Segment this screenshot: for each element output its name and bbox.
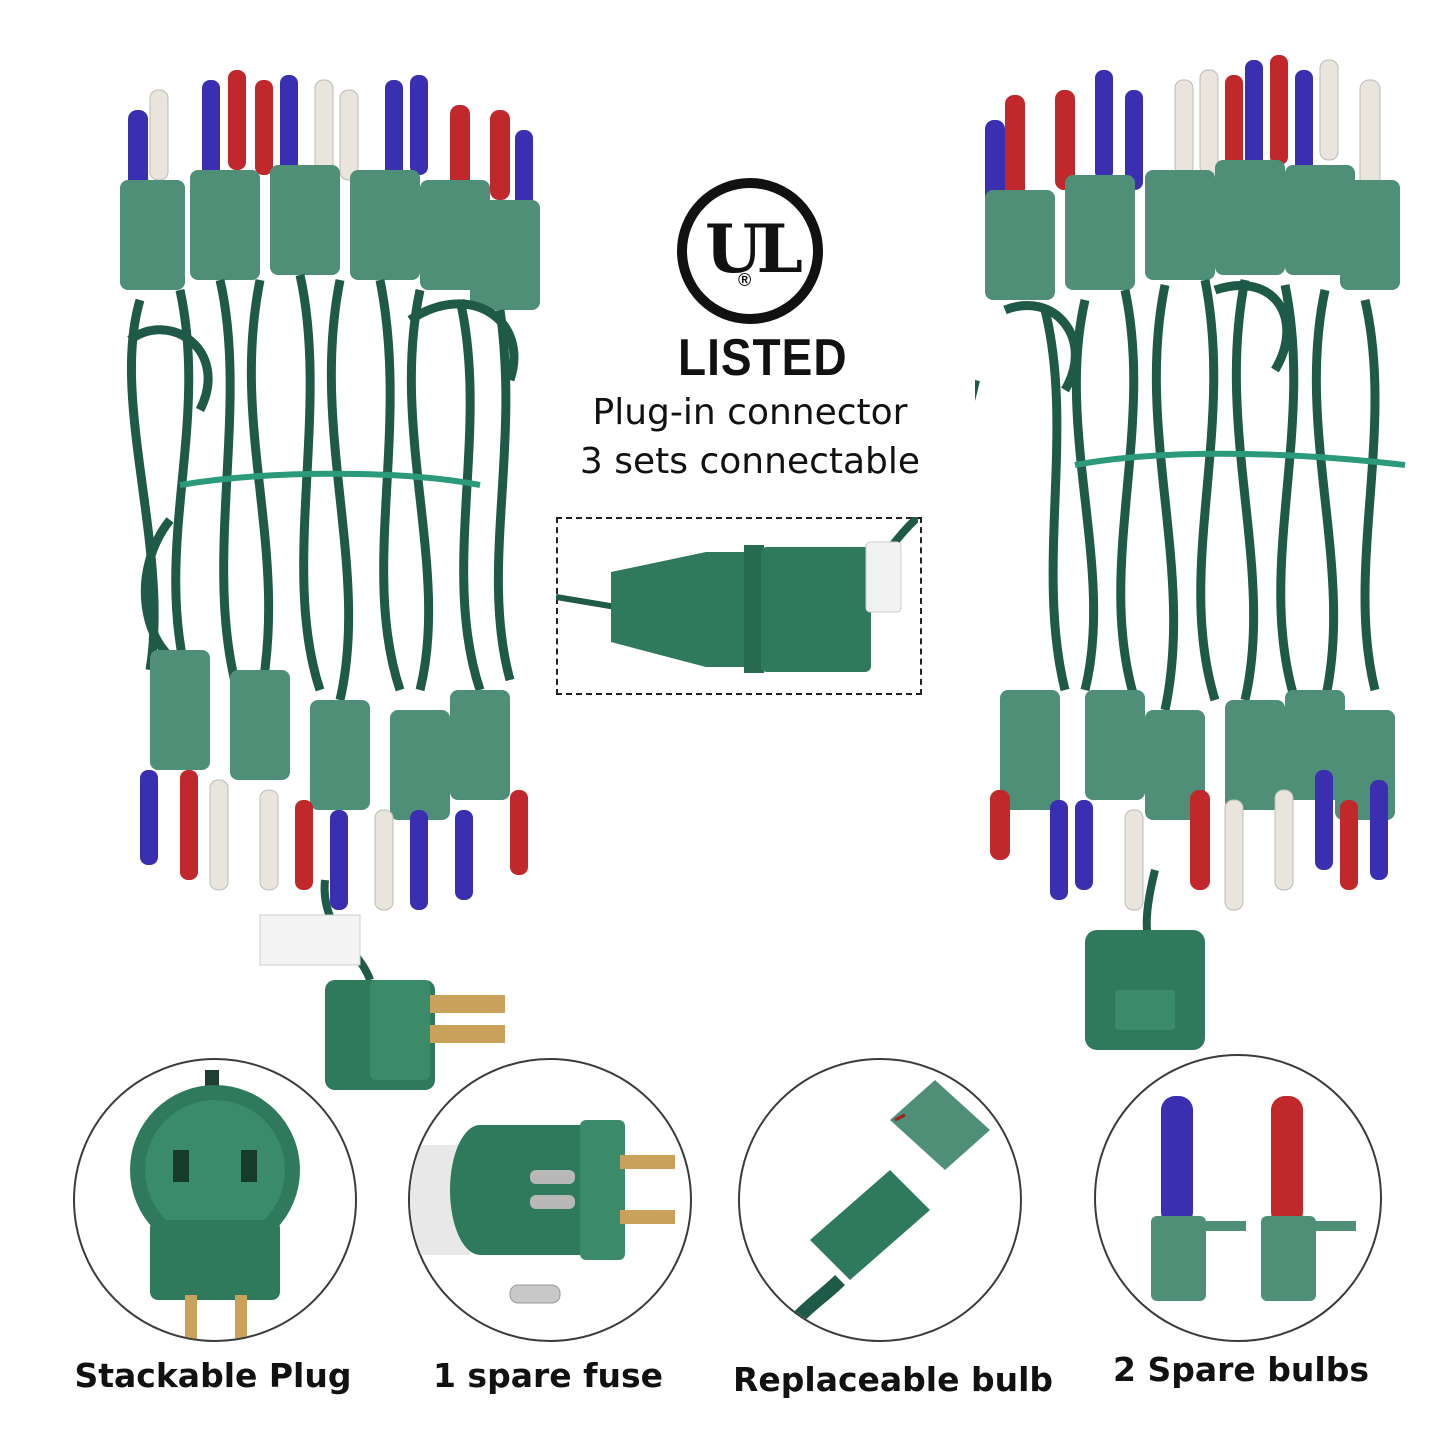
stackable-plug-icon: [130, 1070, 300, 1340]
connector-highlight-box: [556, 517, 922, 695]
male-plug: [325, 980, 505, 1090]
detail-circle-stackable-plug: [73, 1058, 357, 1342]
spare-bulbs-icon: [1151, 1096, 1356, 1301]
headline-line-1: Plug-in connector: [592, 392, 908, 433]
right-top-sockets: [985, 160, 1400, 300]
plug-in-connector: [556, 517, 918, 673]
ul-registered-mark: ®: [738, 270, 752, 290]
left-bottom-bulbs: [140, 770, 528, 911]
detail-circle-spare-fuse: [408, 1058, 692, 1342]
left-wire-bundle: [126, 274, 519, 702]
right-bottom-bulbs: [990, 770, 1388, 911]
caption-replaceable-bulb: Replaceable bulb: [732, 1360, 1054, 1399]
spare-fuse-icon: [410, 1120, 675, 1304]
detail-circle-spare-bulbs: [1094, 1054, 1382, 1342]
left-light-bundle: [120, 70, 540, 1090]
replaceable-bulb-icon: [774, 1080, 990, 1340]
ul-listed-label: LISTED: [678, 327, 848, 387]
ul-logo-circle: [677, 178, 823, 324]
left-cord-tag: [259, 914, 361, 966]
ul-logo: UL ®: [675, 176, 825, 326]
left-top-sockets: [120, 165, 540, 310]
ul-brand-letters: UL: [705, 210, 803, 288]
headline-line-2: 3 sets connectable: [579, 441, 921, 482]
caption-spare-bulbs: 2 Spare bulbs: [1113, 1350, 1369, 1389]
detail-circle-replaceable-bulb: [738, 1058, 1022, 1342]
female-end-connector: [1085, 930, 1205, 1050]
right-wire-bundle: [1003, 279, 1380, 711]
caption-stackable-plug: Stackable Plug: [74, 1356, 352, 1395]
left-bottom-sockets: [150, 650, 510, 820]
right-top-bulbs: [985, 55, 1381, 205]
caption-spare-fuse: 1 spare fuse: [432, 1356, 663, 1395]
right-light-bundle: [975, 55, 1406, 1050]
left-top-bulbs: [128, 70, 533, 210]
